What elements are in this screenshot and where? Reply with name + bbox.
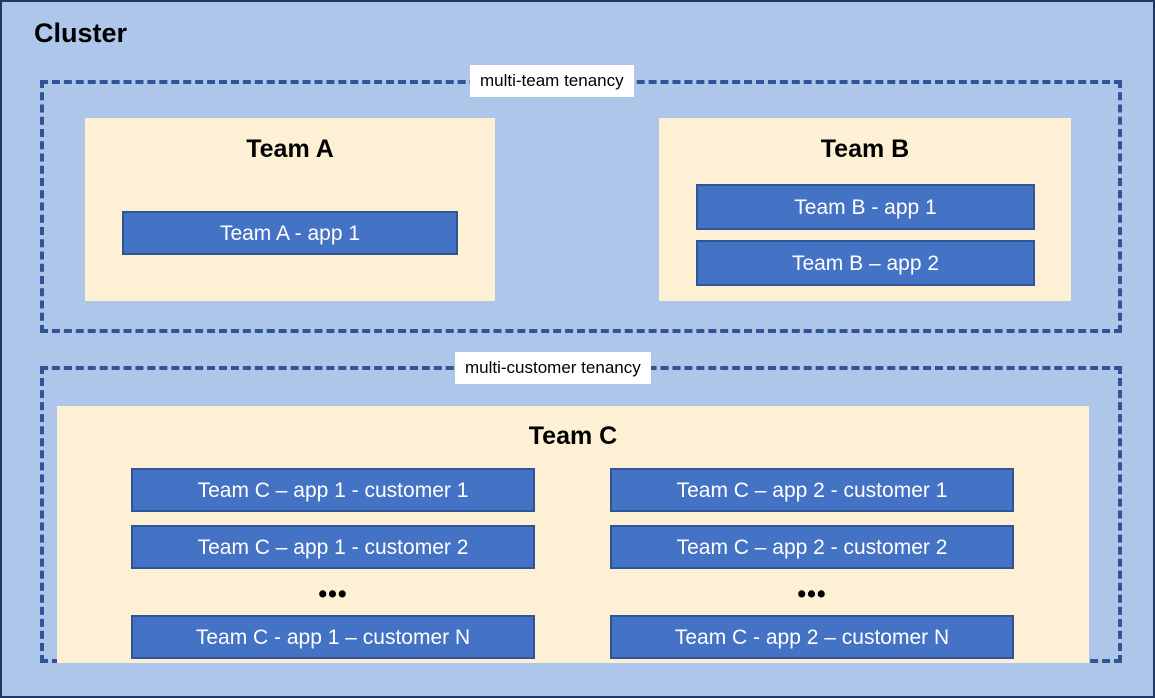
zone-label-multi-customer-tenancy: multi-customer tenancy <box>455 352 651 384</box>
team-c-title: Team C <box>528 422 618 450</box>
app-chip-team-b-app-2[interactable]: Team B – app 2 <box>696 240 1035 286</box>
page-title: Cluster <box>34 18 128 48</box>
team-box-team-c: Team C Team C – app 1 - customer 1 Team … <box>57 406 1089 663</box>
ellipsis-team-c-app-1: ••• <box>318 580 348 608</box>
team-a-title: Team A <box>246 135 334 163</box>
team-b-title: Team B <box>820 135 910 163</box>
team-box-team-a: Team A Team A - app 1 <box>85 118 495 301</box>
app-chip-team-c-app-1-customer-1[interactable]: Team C – app 1 - customer 1 <box>131 468 535 512</box>
team-box-team-b: Team B Team B - app 1 Team B – app 2 <box>659 118 1071 301</box>
app-chip-team-c-app-2-customer-2[interactable]: Team C – app 2 - customer 2 <box>610 525 1014 569</box>
app-chip-team-c-app-1-customer-n[interactable]: Team C - app 1 – customer N <box>131 615 535 659</box>
app-chip-team-c-app-2-customer-n[interactable]: Team C - app 2 – customer N <box>610 615 1014 659</box>
app-chip-team-b-app-1[interactable]: Team B - app 1 <box>696 184 1035 230</box>
zone-label-multi-team-tenancy: multi-team tenancy <box>470 65 634 97</box>
app-chip-team-a-app-1[interactable]: Team A - app 1 <box>122 211 458 255</box>
ellipsis-team-c-app-2: ••• <box>797 580 827 608</box>
app-chip-team-c-app-2-customer-1[interactable]: Team C – app 2 - customer 1 <box>610 468 1014 512</box>
app-chip-team-c-app-1-customer-2[interactable]: Team C – app 1 - customer 2 <box>131 525 535 569</box>
